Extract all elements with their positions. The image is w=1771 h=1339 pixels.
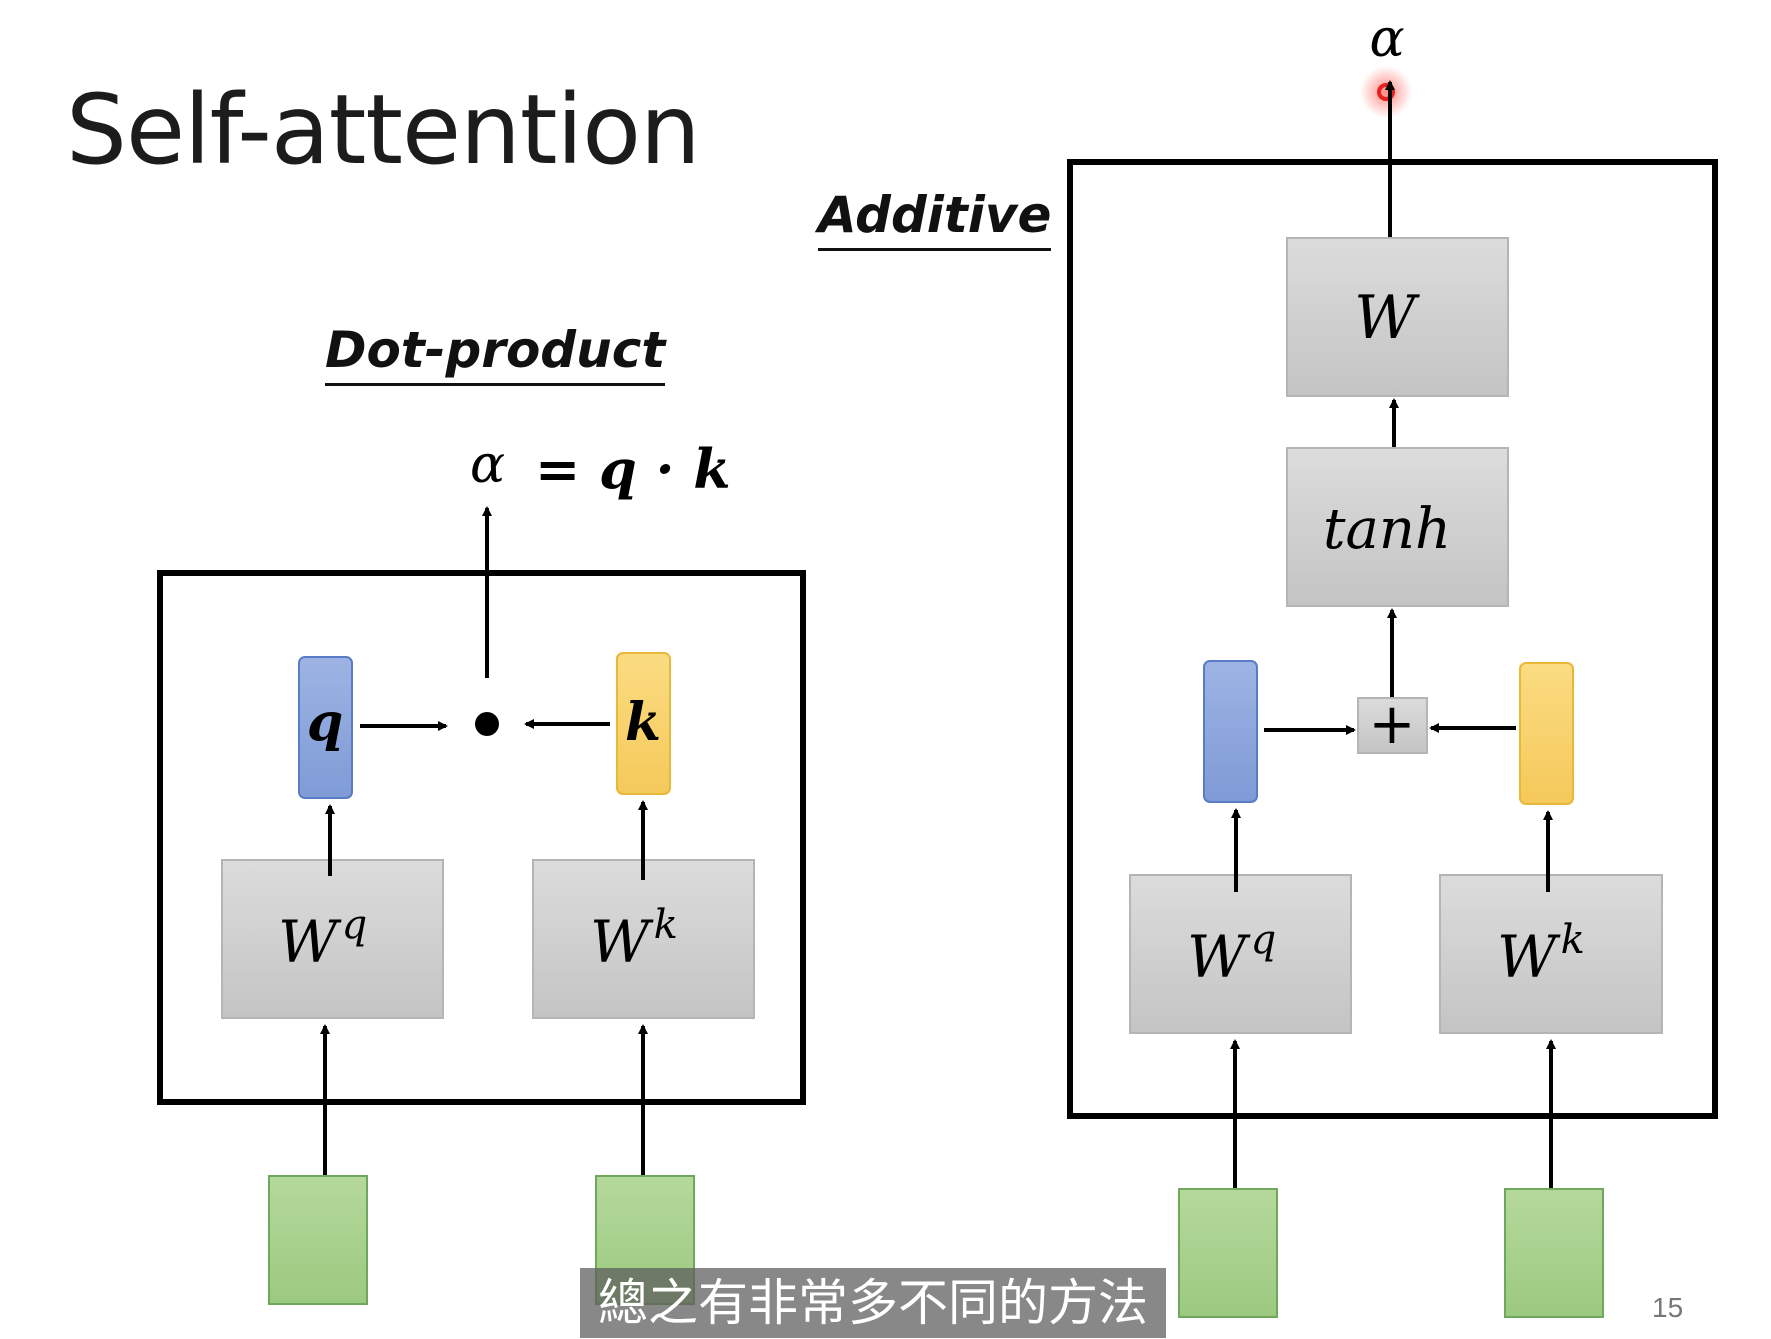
wq-matrix (221, 859, 444, 1019)
page-number: 15 (1652, 1292, 1684, 1323)
dot-product-heading: Dot-product (325, 325, 666, 386)
tanh-label: tanh (1323, 497, 1451, 562)
pointer-glow (1360, 66, 1412, 118)
additive-input-vector-left (1178, 1188, 1278, 1318)
additive-alpha-symbol: α (1369, 9, 1404, 69)
video-subtitle: 總之有非常多不同的方法 (580, 1268, 1166, 1338)
key-label: k (625, 692, 661, 753)
wk-matrix (532, 859, 755, 1019)
query-vector (298, 656, 353, 799)
plus-operator (1357, 697, 1428, 754)
additive-frame (1067, 159, 1718, 1119)
dot-product-formula: = q · k (535, 437, 731, 501)
additive-wk-matrix (1439, 874, 1663, 1034)
additive-wq-matrix (1129, 874, 1352, 1034)
alpha-symbol: α (470, 435, 505, 495)
key-vector (616, 652, 671, 795)
tanh-block (1286, 447, 1509, 607)
additive-query-vector (1203, 660, 1258, 803)
additive-heading: Additive (818, 190, 1052, 251)
additive-input-vector-right (1504, 1188, 1604, 1318)
w-matrix (1286, 237, 1509, 397)
input-vector-left (268, 1175, 368, 1305)
slide-title: Self-attention (66, 74, 701, 186)
dot-product-frame (157, 570, 806, 1105)
w-label: W (1354, 283, 1420, 353)
plus-label: + (1369, 692, 1416, 757)
dot-operator (475, 712, 499, 736)
query-label: q (307, 692, 343, 753)
additive-key-vector (1519, 662, 1574, 805)
